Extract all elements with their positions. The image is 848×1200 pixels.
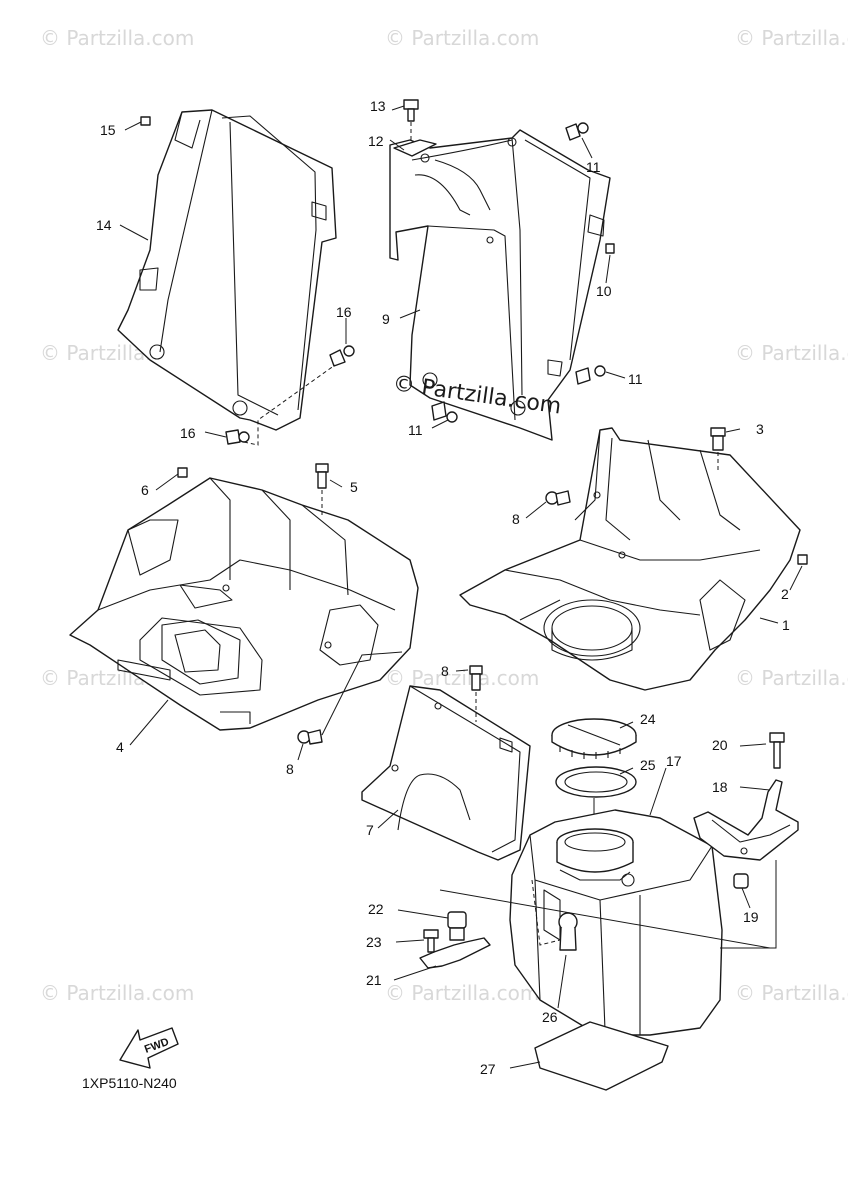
rivet-8[interactable] — [297, 729, 323, 745]
callout-21[interactable]: 21 — [366, 972, 382, 988]
callout-23[interactable]: 23 — [366, 934, 382, 950]
callout-numbers: 15 14 16 16 13 12 11 9 10 11 11 6 5 8 3 … — [96, 98, 790, 1077]
fuel-cap-26[interactable] — [558, 912, 578, 951]
pad-27[interactable] — [534, 1021, 669, 1091]
gasket-25[interactable] — [555, 766, 637, 798]
holder-21[interactable] — [419, 937, 491, 969]
callout-8[interactable]: 8 — [286, 761, 294, 777]
floor-tray-4[interactable] — [69, 477, 419, 731]
callout-25[interactable]: 25 — [640, 757, 656, 773]
bracket-12[interactable] — [393, 139, 437, 157]
callout-11[interactable]: 11 — [408, 422, 423, 438]
watermark: © Partzilla.com — [40, 981, 194, 1005]
callout-7[interactable]: 7 — [366, 822, 374, 838]
watermark: © Partzilla.com — [385, 666, 539, 690]
callout-11[interactable]: 11 — [628, 371, 643, 387]
callout-20[interactable]: 20 — [712, 737, 728, 753]
callout-3[interactable]: 3 — [756, 421, 764, 437]
callout-10[interactable]: 10 — [596, 283, 612, 299]
fuel-tank-17[interactable] — [509, 809, 723, 1036]
callout-8[interactable]: 8 — [441, 663, 449, 679]
bolt-23[interactable] — [423, 929, 439, 953]
fwd-arrow-icon: FWD — [119, 1027, 179, 1069]
leader-lines — [119, 105, 803, 1069]
floor-tray-1[interactable] — [459, 427, 801, 691]
watermark: © Partzilla.com — [735, 666, 848, 690]
callout-15[interactable]: 15 — [100, 122, 116, 138]
callout-16[interactable]: 16 — [180, 425, 196, 441]
callout-11[interactable]: 11 — [586, 159, 601, 175]
callout-18[interactable]: 18 — [712, 779, 728, 795]
rivet-8[interactable] — [545, 490, 571, 506]
callout-17[interactable]: 17 — [666, 753, 682, 769]
callout-26[interactable]: 26 — [542, 1009, 558, 1025]
tank-cap-24[interactable] — [551, 718, 637, 759]
side-panel-14[interactable] — [117, 109, 337, 431]
callout-27[interactable]: 27 — [480, 1061, 496, 1077]
callout-16[interactable]: 16 — [336, 304, 352, 320]
callout-22[interactable]: 22 — [368, 901, 384, 917]
cover-9[interactable] — [389, 129, 611, 441]
watermark: © Partzilla.com — [385, 981, 539, 1005]
clip-6[interactable] — [177, 467, 188, 478]
callout-5[interactable]: 5 — [350, 479, 358, 495]
rivet-3[interactable] — [710, 427, 726, 451]
damper-19[interactable] — [733, 873, 749, 889]
callout-12[interactable]: 12 — [368, 133, 384, 149]
watermark: © Partzilla.com — [40, 26, 194, 50]
callout-13[interactable]: 13 — [370, 98, 386, 114]
rivet-5[interactable] — [315, 463, 329, 489]
bolt-20[interactable] — [769, 732, 785, 769]
clip-10[interactable] — [605, 243, 615, 254]
diagram-code: 1XP5110-N240 — [82, 1075, 177, 1091]
rivet-11[interactable] — [431, 122, 606, 423]
bracket-18[interactable] — [693, 779, 799, 861]
callout-4[interactable]: 4 — [116, 739, 124, 755]
watermark: © Partzilla.com — [735, 26, 848, 50]
callout-14[interactable]: 14 — [96, 217, 112, 233]
callout-8[interactable]: 8 — [512, 511, 520, 527]
callout-6[interactable]: 6 — [141, 482, 149, 498]
clip-2[interactable] — [797, 554, 808, 565]
watermark: © Partzilla.com — [735, 341, 848, 365]
callout-9[interactable]: 9 — [382, 311, 390, 327]
panel-7[interactable] — [361, 685, 531, 861]
callout-24[interactable]: 24 — [640, 711, 656, 727]
callout-19[interactable]: 19 — [743, 909, 759, 925]
rivet-8[interactable] — [469, 665, 483, 691]
watermark: © Partzilla.com — [735, 981, 848, 1005]
clip-15[interactable] — [140, 116, 151, 126]
bolt-13[interactable] — [403, 99, 419, 122]
watermark: © Partzilla.com — [385, 26, 539, 50]
callout-2[interactable]: 2 — [781, 586, 789, 602]
damper-22[interactable] — [447, 911, 467, 941]
callout-1[interactable]: 1 — [782, 617, 790, 633]
